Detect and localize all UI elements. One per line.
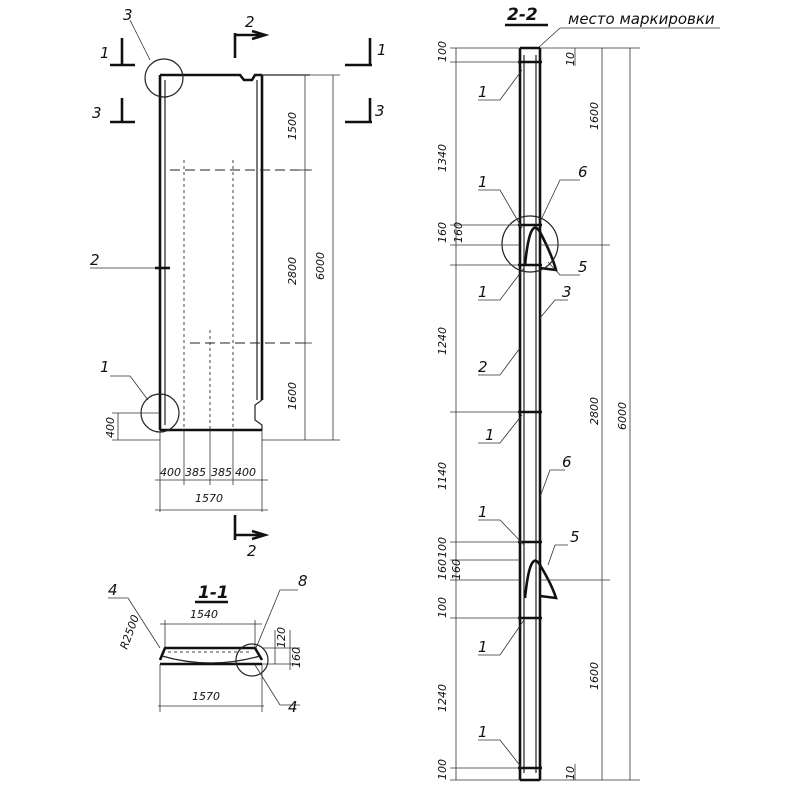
dim-6000: 6000 [314,252,327,280]
svg-text:160: 160 [436,559,449,580]
svg-text:100: 100 [436,597,449,618]
dim-385-b: 385 [211,466,232,479]
svg-text:10: 10 [564,766,577,780]
dim-1540: 1540 [190,608,218,621]
section-mark-2-bottom: 2 [233,515,270,560]
svg-text:1: 1 [377,41,387,59]
dim-400-left: 400 [104,417,117,438]
dim-400-b: 400 [235,466,256,479]
callout-1: 1 [100,358,110,376]
dim-1600: 1600 [286,382,299,410]
svg-text:1: 1 [100,44,110,62]
callout-8: 8 [298,572,308,590]
svg-text:1: 1 [478,283,488,301]
svg-text:5: 5 [578,258,588,276]
section-mark-2-top: 2 [233,13,270,58]
section-2-2: 2-2 место маркировки [436,5,720,782]
svg-text:1600: 1600 [588,662,601,690]
dim-1500: 1500 [286,112,299,140]
svg-text:10: 10 [564,52,577,66]
section-mark-1-left: 1 [100,38,135,67]
svg-text:3: 3 [92,104,102,122]
dim-1570-bottom: 1570 [192,690,220,703]
svg-text:2: 2 [245,13,255,31]
svg-text:5: 5 [570,528,580,546]
section-1-1-title: 1-1 [198,583,229,603]
svg-text:160: 160 [436,222,449,243]
section-mark-3-left: 3 [92,98,135,124]
callout-4-bottom: 4 [288,698,298,716]
svg-text:1: 1 [478,638,488,656]
section-1-1: 1-1 1540 1570 120 160 R2500 4 8 4 [108,572,308,716]
svg-text:160: 160 [452,222,465,243]
svg-text:1: 1 [478,83,488,101]
svg-text:1140: 1140 [436,462,449,490]
svg-text:3: 3 [562,283,572,301]
svg-text:6: 6 [578,163,588,181]
svg-text:100: 100 [436,759,449,780]
dim-2800: 2800 [286,257,299,285]
svg-text:1340: 1340 [436,144,449,172]
section-mark-3-right: 3 [345,98,385,124]
svg-text:1: 1 [485,426,495,444]
svg-text:1: 1 [478,723,488,741]
dim-1570: 1570 [195,492,223,505]
callout-2: 2 [90,251,100,269]
svg-text:1240: 1240 [436,327,449,355]
svg-text:1: 1 [478,173,488,191]
svg-text:100: 100 [436,537,449,558]
dim-385-a: 385 [185,466,206,479]
svg-text:100: 100 [436,41,449,62]
dim-160-right: 160 [290,647,303,668]
svg-text:3: 3 [375,102,385,120]
svg-text:2: 2 [247,542,257,560]
svg-text:2: 2 [478,358,488,376]
dim-120: 120 [275,627,288,648]
main-view: 2 3 1 1 3 1 3 [90,6,387,560]
marking-note: место маркировки [568,10,715,28]
section-2-2-title: 2-2 [507,5,538,25]
svg-text:1240: 1240 [436,684,449,712]
callout-4-top: 4 [108,581,118,599]
svg-text:6000: 6000 [616,402,629,430]
svg-text:160: 160 [450,559,463,580]
svg-text:1600: 1600 [588,102,601,130]
callout-3: 3 [123,6,133,24]
svg-text:2800: 2800 [588,397,601,425]
dim-400-a: 400 [160,466,181,479]
svg-text:1: 1 [478,503,488,521]
section-mark-1-right: 1 [345,38,387,67]
svg-text:6: 6 [562,453,572,471]
radius-label: R2500 [118,613,142,651]
